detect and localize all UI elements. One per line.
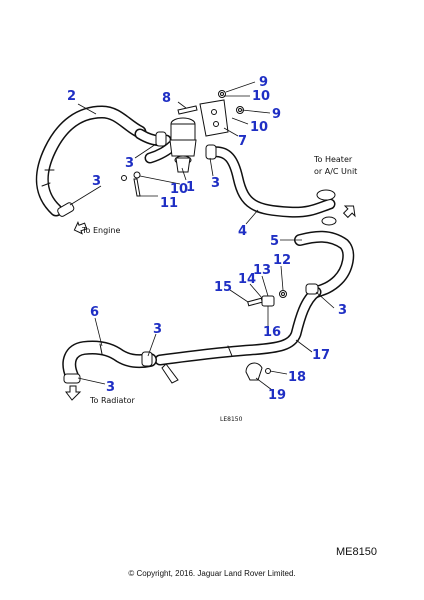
fastener-group-top bbox=[177, 90, 244, 115]
callout-14: 14 bbox=[238, 272, 256, 287]
note-to-radiator: To Radiator bbox=[89, 396, 135, 405]
callout-3: 3 bbox=[211, 176, 220, 191]
hose-5 bbox=[294, 230, 355, 298]
callout-5: 5 bbox=[270, 234, 279, 249]
diagram-code: ME8150 bbox=[336, 546, 377, 558]
callout-10: 10 bbox=[250, 120, 268, 135]
callout-9: 9 bbox=[272, 107, 281, 122]
control-valve bbox=[169, 117, 197, 173]
annotations: To Heater or A/C Unit To Engine To Radia… bbox=[81, 155, 357, 423]
callout-8: 8 bbox=[162, 91, 171, 106]
hose-4 bbox=[206, 146, 336, 218]
hose-2 bbox=[35, 105, 147, 217]
callout-7: 7 bbox=[238, 134, 247, 149]
callout-19: 19 bbox=[268, 388, 286, 403]
callout-1: 1 bbox=[186, 180, 195, 195]
hose-6 bbox=[62, 340, 157, 383]
callout-15: 15 bbox=[214, 280, 232, 295]
callout-3: 3 bbox=[92, 174, 101, 189]
callout-9: 9 bbox=[259, 75, 268, 90]
fastener-group-mid bbox=[121, 171, 141, 197]
tee-stub bbox=[161, 363, 179, 384]
copyright-notice: © Copyright, 2016. Jaguar Land Rover Lim… bbox=[128, 569, 296, 578]
callouts: 9 10 8 2 9 10 7 3 1 3 3 10 11 4 5 12 13 … bbox=[67, 75, 347, 403]
callout-2: 2 bbox=[67, 89, 76, 104]
bracket-7 bbox=[199, 99, 229, 137]
clip-19 bbox=[245, 362, 271, 381]
figure-code: LE8150 bbox=[220, 416, 243, 423]
arrow-to-engine-icon bbox=[73, 221, 88, 235]
callout-17: 17 bbox=[312, 348, 330, 363]
callout-18: 18 bbox=[288, 370, 306, 385]
leader-lines bbox=[69, 81, 335, 391]
callout-10: 10 bbox=[170, 182, 188, 197]
arrow-to-heater-icon bbox=[342, 205, 356, 219]
note-to-heater: To Heater bbox=[313, 155, 353, 164]
note-ac-unit: or A/C Unit bbox=[314, 167, 357, 176]
note-to-engine: To Engine bbox=[81, 226, 120, 235]
callout-10: 10 bbox=[252, 89, 270, 104]
arrow-to-radiator-icon bbox=[65, 385, 82, 401]
callout-4: 4 bbox=[238, 224, 247, 239]
hose-17 bbox=[154, 286, 322, 366]
callout-3: 3 bbox=[153, 322, 162, 337]
callout-3: 3 bbox=[125, 156, 134, 171]
callout-3: 3 bbox=[106, 380, 115, 395]
fastener-group-lower bbox=[247, 290, 287, 307]
callout-13: 13 bbox=[253, 263, 271, 278]
callout-12: 12 bbox=[273, 253, 291, 268]
callout-11: 11 bbox=[160, 196, 178, 211]
callout-16: 16 bbox=[263, 325, 281, 340]
callout-6: 6 bbox=[90, 305, 99, 320]
callout-3: 3 bbox=[338, 303, 347, 318]
